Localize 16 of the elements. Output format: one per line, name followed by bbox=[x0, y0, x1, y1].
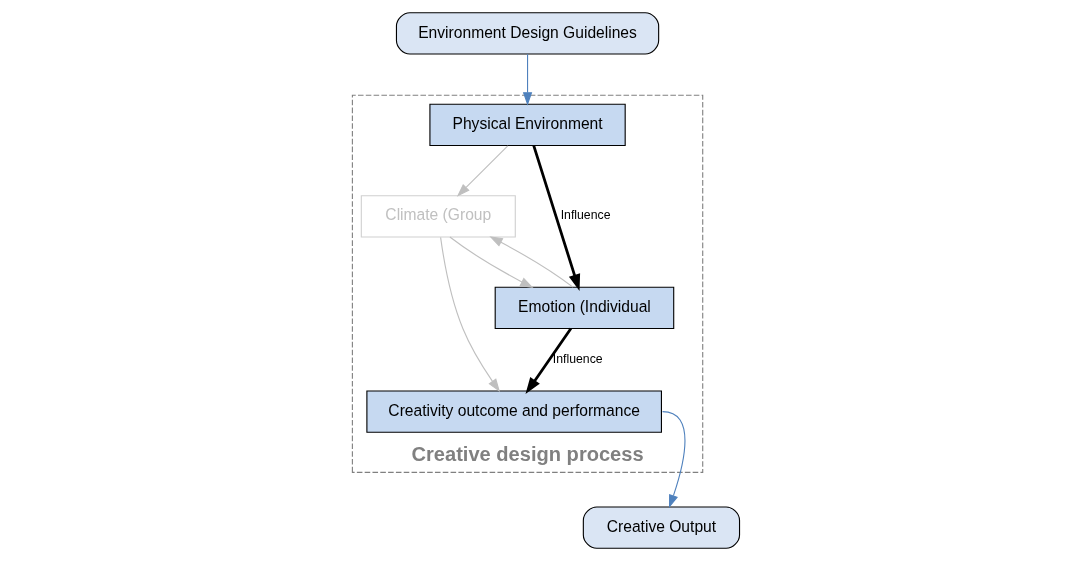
node-box: Creative Output bbox=[582, 506, 741, 549]
arrow bbox=[456, 145, 509, 197]
arrow bbox=[440, 236, 500, 393]
arrow bbox=[522, 53, 533, 106]
node-box: Emotion (Individual bbox=[494, 286, 675, 330]
arrow bbox=[449, 236, 534, 288]
arrow bbox=[489, 236, 574, 288]
arrow bbox=[525, 327, 573, 395]
edge-label: Influence bbox=[560, 208, 611, 223]
node-box: Creativity outcome and performance bbox=[366, 390, 662, 433]
edge-label: Influence bbox=[552, 351, 603, 366]
node-box: Physical Environment bbox=[429, 103, 626, 147]
arrow bbox=[662, 411, 686, 509]
node-box: Environment Design Guidelines bbox=[395, 12, 660, 55]
node-box: Climate (Group bbox=[360, 195, 516, 238]
arrow bbox=[532, 145, 581, 292]
